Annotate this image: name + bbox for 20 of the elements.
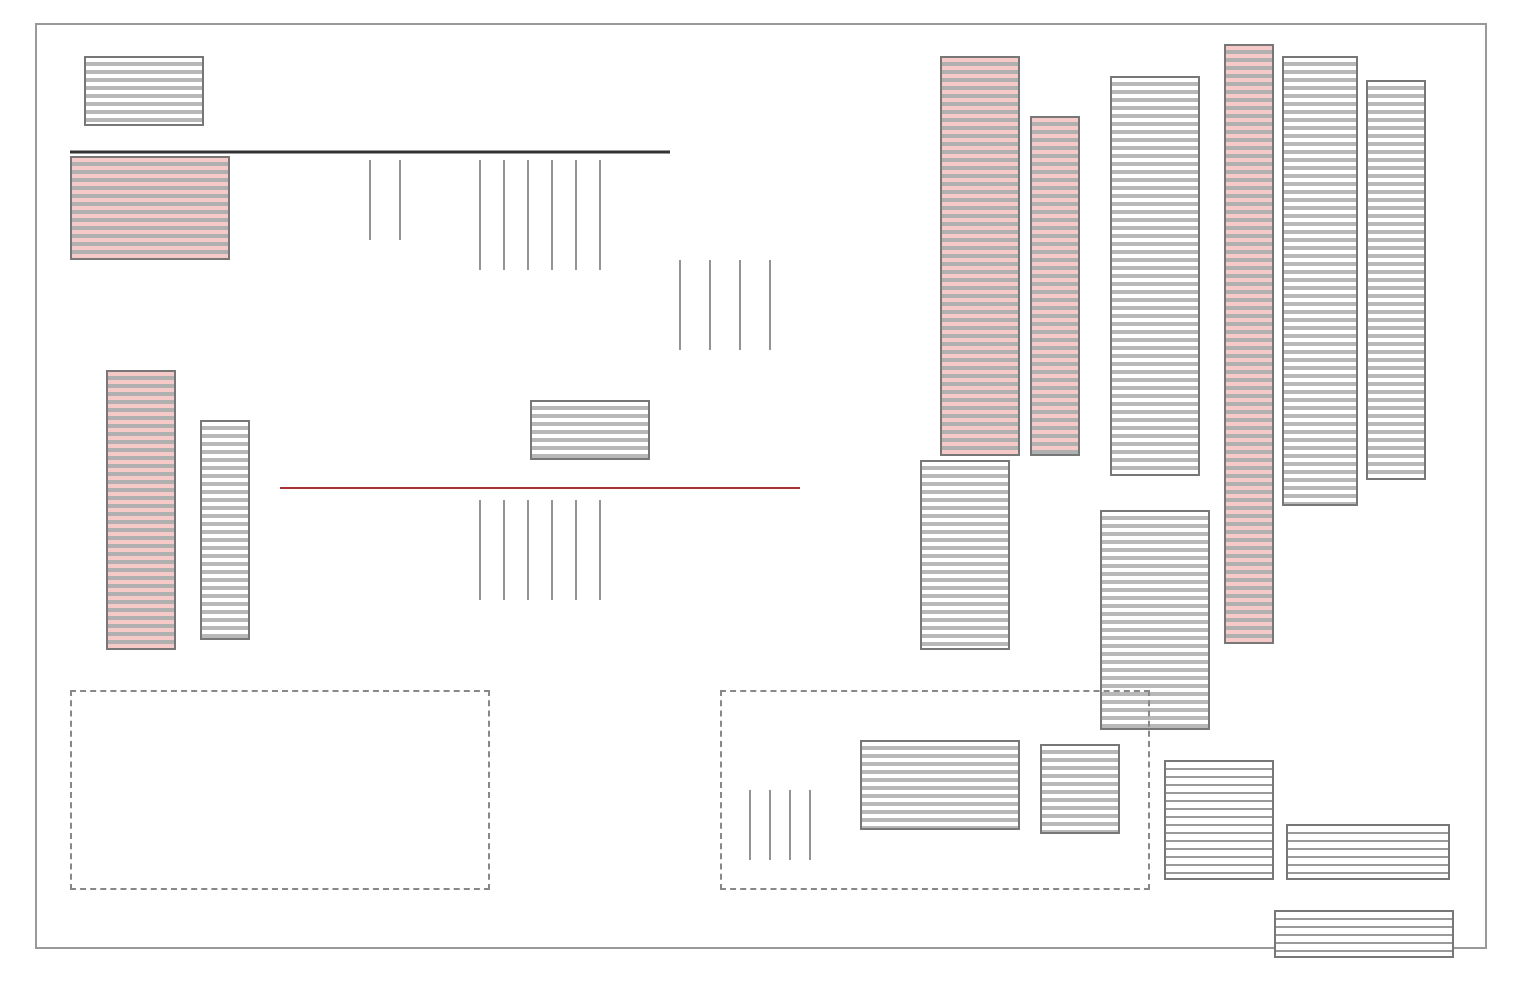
- connector-block: [1224, 44, 1274, 644]
- connector-block: [1030, 116, 1080, 456]
- connector-block: [84, 56, 204, 126]
- dashed-panel-outline: [720, 690, 1150, 890]
- connector-block: [1366, 80, 1426, 480]
- dashed-panel-outline: [70, 690, 490, 890]
- connector-block: [200, 420, 250, 640]
- table-block: [1274, 910, 1454, 958]
- connector-block: [1100, 510, 1210, 730]
- connector-block: [1040, 744, 1120, 834]
- connector-block: [860, 740, 1020, 830]
- connector-block: [530, 400, 650, 460]
- connector-block: [70, 156, 230, 260]
- connector-block: [940, 56, 1020, 456]
- table-block: [1286, 824, 1450, 880]
- table-block: [1164, 760, 1274, 880]
- connector-block: [1282, 56, 1358, 506]
- connector-block: [1110, 76, 1200, 476]
- connector-block: [920, 460, 1010, 650]
- connector-block: [106, 370, 176, 650]
